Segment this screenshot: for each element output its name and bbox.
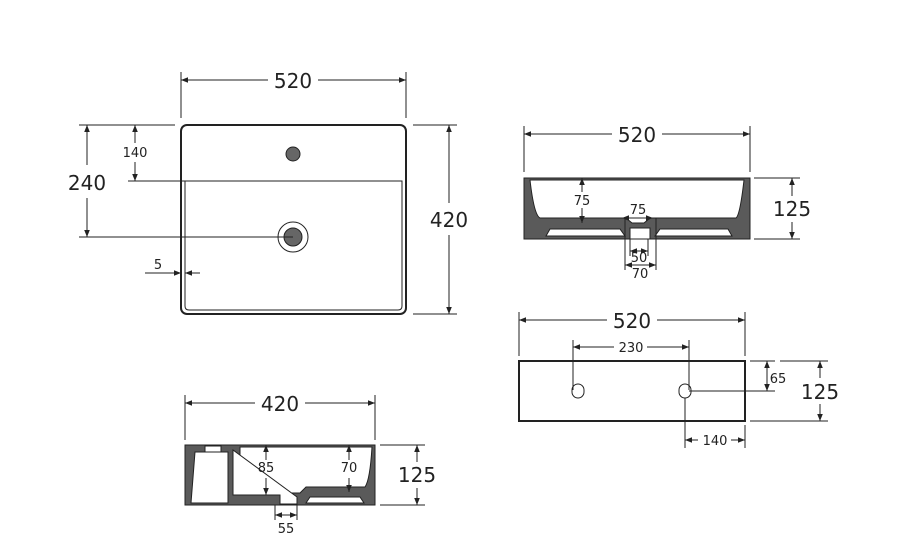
dim-hole-spacing: 230: [619, 341, 644, 356]
dim-bowl-depth: 75: [574, 194, 591, 209]
dim-side-width: 420: [261, 392, 299, 416]
dim-back-width: 520: [613, 309, 651, 333]
dim-front-width: 520: [618, 123, 656, 147]
dim-top-width: 520: [274, 69, 312, 93]
dim-tap-offset: 140: [123, 146, 148, 161]
dim-drain-offset: 240: [68, 171, 106, 195]
dim-back-height: 125: [801, 380, 839, 404]
basin-bowl: [184, 180, 403, 311]
dim-drain-inner: 50: [631, 251, 648, 266]
dim-top-depth: 420: [430, 208, 468, 232]
dim-rim: 5: [154, 258, 162, 273]
front-section: 520 125 75 75 50 70: [523, 123, 811, 282]
top-view: 520 420 240 140 5: [68, 69, 468, 315]
back-view: 520 230 65 125 140: [518, 309, 839, 449]
side-section: 420 125 85 70 55: [184, 392, 436, 537]
dim-side-height: 125: [398, 463, 436, 487]
dim-drain-outer: 70: [632, 267, 649, 282]
dim-side-drain: 55: [278, 522, 295, 537]
dim-front-height: 125: [773, 197, 811, 221]
basin-outline: [180, 124, 407, 315]
dim-depth-front: 85: [258, 461, 275, 476]
dim-depth-back: 70: [341, 461, 358, 476]
tap-hole: [285, 146, 301, 162]
dim-drain-top: 75: [630, 203, 647, 218]
mounting-hole-left: [571, 383, 585, 399]
dim-hole-height: 65: [770, 372, 787, 387]
dim-hole-edge: 140: [703, 434, 728, 449]
